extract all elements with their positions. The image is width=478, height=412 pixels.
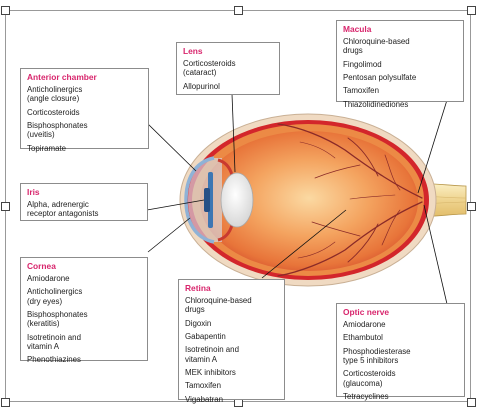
resize-handle-top-right[interactable] (467, 6, 476, 15)
leader-lines (146, 93, 448, 305)
list-item: Amiodarone (27, 274, 70, 283)
list-item: Pentosan polysulfate (343, 72, 417, 82)
retinal-vessels (277, 123, 423, 277)
resize-handle-bottom-left[interactable] (1, 398, 10, 407)
list-item: Alpha, adrenergic receptor antagonists (27, 200, 99, 219)
lens-box: Lens Corticosteroids (cataract) Allopuri… (176, 42, 280, 95)
list-item: Digoxin (185, 318, 212, 328)
resize-handle-bottom-right[interactable] (467, 398, 476, 407)
list-item: Corticosteroids (glaucoma) (343, 369, 396, 388)
list-item: Tetracyclines (343, 391, 389, 401)
list-item: Isotretinoin and vitamin A (185, 345, 239, 364)
list-item: Isotretinoin and vitamin A (27, 332, 81, 351)
macula-box: Macula Chloroquine-based drugs Fingolimo… (336, 20, 464, 109)
optic-nerve-box: Optic nerve Amiodarone Ethambutol Phosph… (336, 303, 465, 401)
list-item: Fingolimod (343, 59, 382, 69)
list-item: Phenothiazines (27, 355, 81, 365)
cornea-box: Cornea Amiodarone Anticholinergics (dry … (20, 257, 148, 364)
lens-title: Lens (183, 46, 203, 56)
list-item: Corticosteroids (cataract) (183, 59, 236, 78)
anterior-chamber-box: Anterior chamber Anticholinergics (angle… (20, 68, 149, 153)
list-item: Bisphosphonates (uveitis) (27, 120, 88, 140)
retina-box: Retina Chloroquine-based drugs Digoxin G… (178, 279, 285, 404)
list-item: Thiazolidinediones (343, 99, 409, 109)
cornea-title: Cornea (27, 261, 56, 271)
macula-title: Macula (343, 24, 372, 34)
list-item: Tamoxifen (185, 381, 221, 391)
resize-handle-top-center[interactable] (234, 6, 243, 15)
anterior-chamber-title: Anterior chamber (27, 72, 97, 82)
list-item: Vigabatran (185, 394, 224, 404)
list-item: Gabapentin (185, 331, 226, 341)
list-item: Anticholinergics (dry eyes) (27, 287, 83, 306)
resize-handle-middle-left[interactable] (1, 202, 10, 211)
iris-list: Alpha, adrenergic receptor antagonists (27, 200, 142, 218)
list-item: Allopurinol (183, 81, 220, 91)
retina-list: Chloroquine-based drugs Digoxin Gabapent… (185, 296, 279, 404)
list-item: Ethambutol (343, 333, 383, 343)
list-item: Tamoxifen (343, 86, 379, 96)
list-item: Bisphosphonates (keratitis) (27, 309, 88, 329)
iris-title: Iris (27, 187, 40, 197)
cornea-list: Amiodarone Anticholinergics (dry eyes) B… (27, 274, 142, 364)
list-item: Chloroquine-based drugs (343, 37, 410, 56)
list-item: Amiodarone (343, 320, 386, 329)
optic-nerve-title: Optic nerve (343, 307, 390, 317)
optic-nerve-list: Amiodarone Ethambutol Phosphodiesterase … (343, 320, 459, 401)
list-item: Anticholinergics (angle closure) (27, 85, 83, 104)
lens-list: Corticosteroids (cataract) Allopurinol (183, 59, 274, 91)
iris-box: Iris Alpha, adrenergic receptor antagoni… (20, 183, 148, 221)
list-item: Topiramate (27, 143, 67, 153)
retina-title: Retina (185, 283, 211, 293)
macula-list: Chloroquine-based drugs Fingolimod Pento… (343, 37, 458, 109)
list-item: Chloroquine-based drugs (185, 296, 252, 315)
list-item: Phosphodiesterase type 5 inhibitors (343, 346, 411, 365)
list-item: MEK inhibitors (185, 367, 236, 377)
anterior-segment (184, 156, 254, 244)
list-item: Corticosteroids (27, 107, 80, 117)
anterior-chamber-list: Anticholinergics (angle closure) Cortico… (27, 85, 143, 153)
resize-handle-top-left[interactable] (1, 6, 10, 15)
resize-handle-middle-right[interactable] (467, 202, 476, 211)
